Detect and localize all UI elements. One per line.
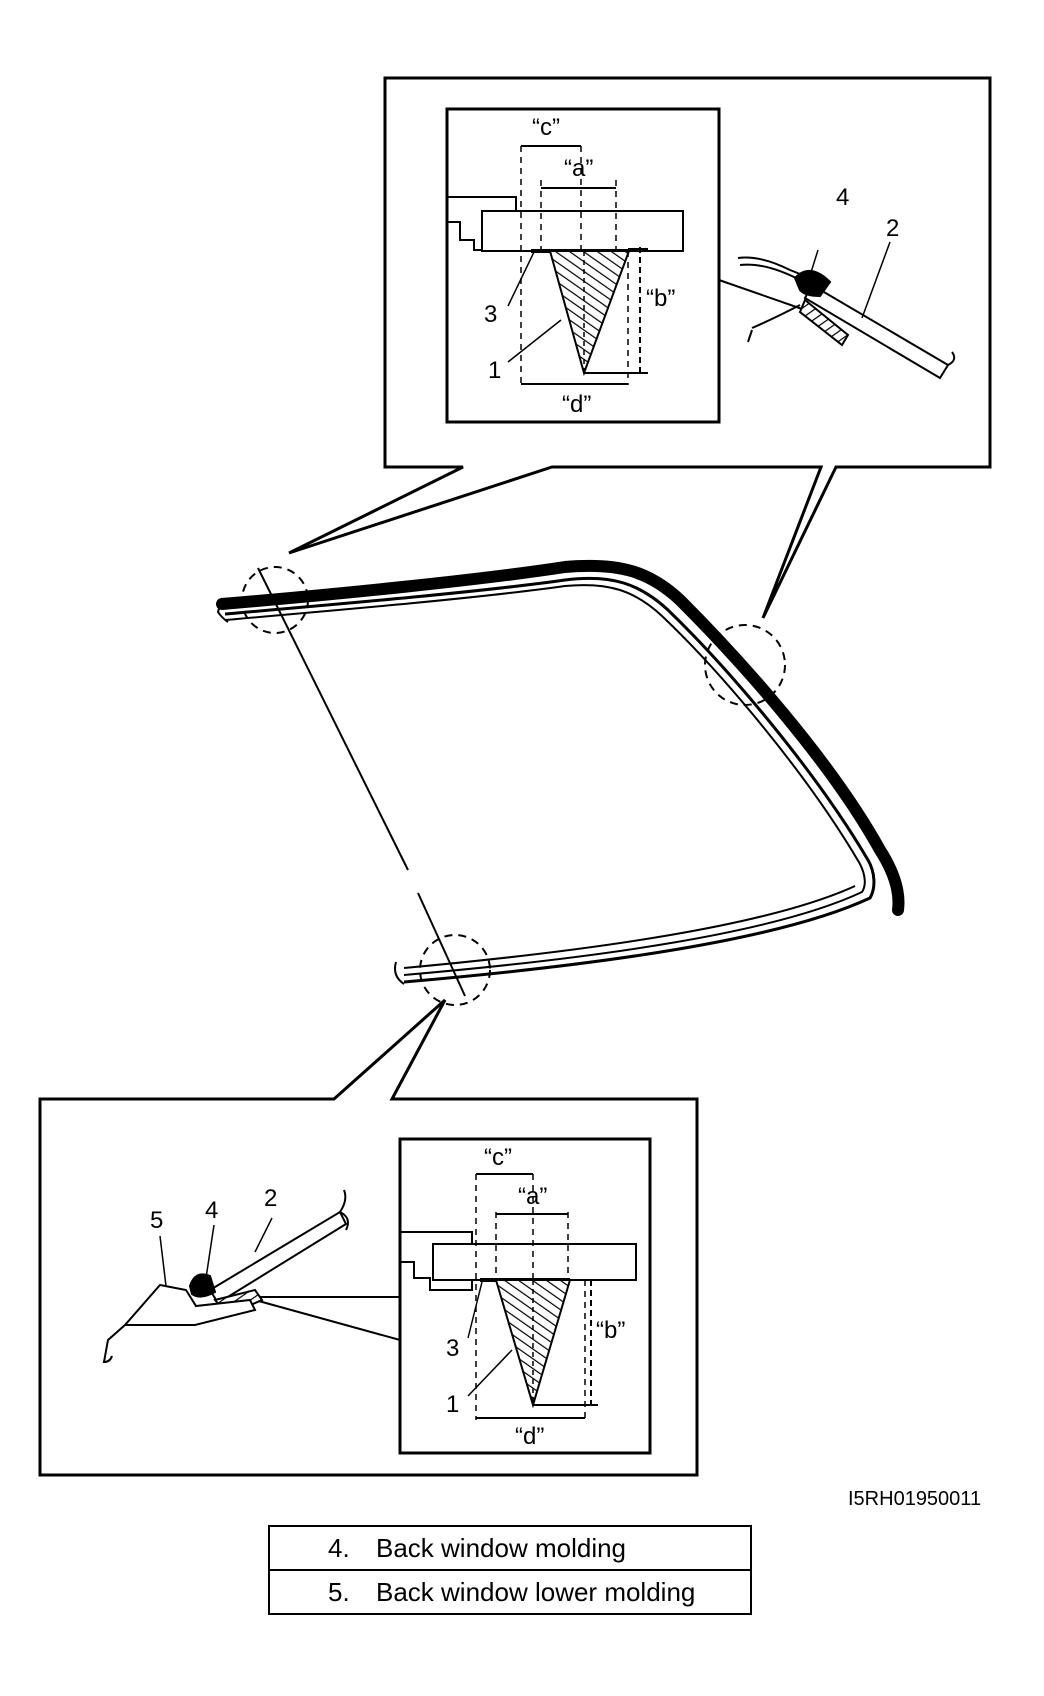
lower-label-3: 3 — [446, 1335, 459, 1362]
back-window-glass — [216, 559, 905, 1006]
lower-molding-5 — [122, 1283, 257, 1326]
lower-label-1: 1 — [446, 1391, 459, 1418]
upper-detail-circle — [241, 566, 309, 634]
upper-glass-section — [481, 210, 684, 252]
lower-part-view: 5 4 2 — [102, 1185, 349, 1364]
upper-dim-a: “a” — [564, 155, 593, 182]
legend-row: 5. Back window lower molding — [268, 1569, 752, 1615]
lower-label-5: 5 — [150, 1207, 163, 1234]
lower-dim-a: “a” — [518, 1183, 547, 1210]
lower-dim-c: “c” — [484, 1144, 512, 1171]
legend-table: 4. Back window molding 5. Back window lowe… — [268, 1525, 752, 1615]
lower-dim-b: “b” — [596, 1317, 625, 1344]
lower-section-view: “c” “a” “b” “d” 3 1 — [398, 1137, 652, 1455]
legend-cell: 4. Back window molding — [268, 1525, 752, 1571]
upper-callout: “c” “a” “b” “d” 3 1 4 2 — [288, 76, 992, 619]
lower-callout: “c” “a” “b” “d” 3 1 5 4 2 — [38, 998, 699, 1477]
legend-number: 4. — [328, 1532, 350, 1563]
legend-cell: 5. Back window lower molding — [268, 1569, 752, 1615]
legend-number: 5. — [328, 1576, 350, 1607]
upper-molding-4 — [793, 270, 832, 298]
upper-dim-d: “d” — [562, 391, 591, 418]
figure-code: I5RH01950011 — [848, 1488, 981, 1510]
lower-glass-edge — [208, 1210, 348, 1305]
legend-text: Back window lower molding — [376, 1576, 696, 1607]
glass-outer-edge — [216, 559, 905, 916]
upper-dim-c: “c” — [532, 114, 560, 141]
legend-text: Back window molding — [376, 1532, 627, 1563]
lower-label-4: 4 — [205, 1197, 218, 1224]
upper-dim-b: “b” — [646, 285, 675, 312]
lower-dim-d: “d” — [515, 1423, 544, 1450]
upper-section-view: “c” “a” “b” “d” 3 1 — [445, 107, 721, 424]
glass-inner-edge — [224, 576, 876, 984]
upper-part-view: 4 2 — [737, 184, 956, 380]
upper-adhesive-bead — [548, 250, 631, 377]
lower-glass-section — [432, 1243, 637, 1281]
lower-molding-4 — [188, 1273, 217, 1298]
upper-label-4: 4 — [836, 184, 849, 211]
legend-row: 4. Back window molding — [268, 1525, 752, 1571]
lower-detail-circle — [419, 934, 491, 1006]
lower-label-2: 2 — [264, 1185, 277, 1212]
side-detail-circle — [704, 624, 786, 706]
upper-label-3: 3 — [484, 301, 497, 328]
upper-label-2: 2 — [886, 215, 899, 242]
upper-label-1: 1 — [488, 357, 501, 384]
